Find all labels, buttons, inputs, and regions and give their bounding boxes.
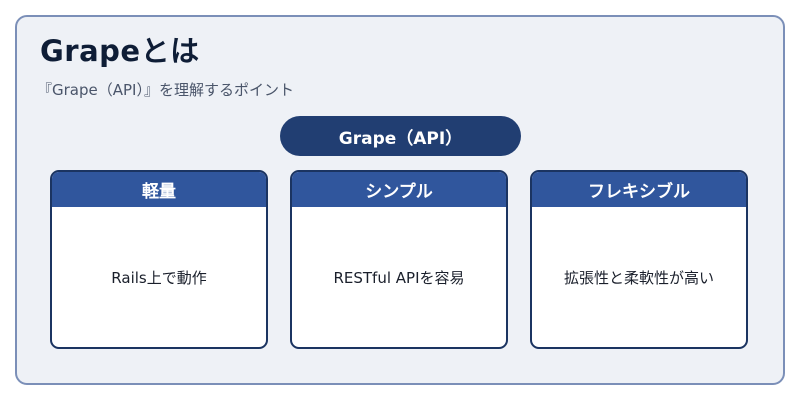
central-concept-label: Grape（API） — [338, 128, 463, 149]
card-body: 拡張性と柔軟性が高い — [563, 268, 714, 287]
central-concept-pill: Grape（API） — [280, 116, 521, 156]
card-header: フレキシブル — [532, 172, 746, 207]
card-header: 軽量 — [52, 172, 266, 207]
card-simple: シンプル RESTful APIを容易 — [290, 170, 508, 349]
card-body: Rails上で動作 — [111, 268, 207, 287]
page-title: Grapeとは — [40, 34, 200, 68]
page-subtitle: 『Grape（API）』を理解するポイント — [37, 81, 294, 99]
card-flexible: フレキシブル 拡張性と柔軟性が高い — [530, 170, 748, 349]
card-lightweight: 軽量 Rails上で動作 — [50, 170, 268, 349]
card-header: シンプル — [292, 172, 506, 207]
card-body: RESTful APIを容易 — [333, 268, 465, 287]
